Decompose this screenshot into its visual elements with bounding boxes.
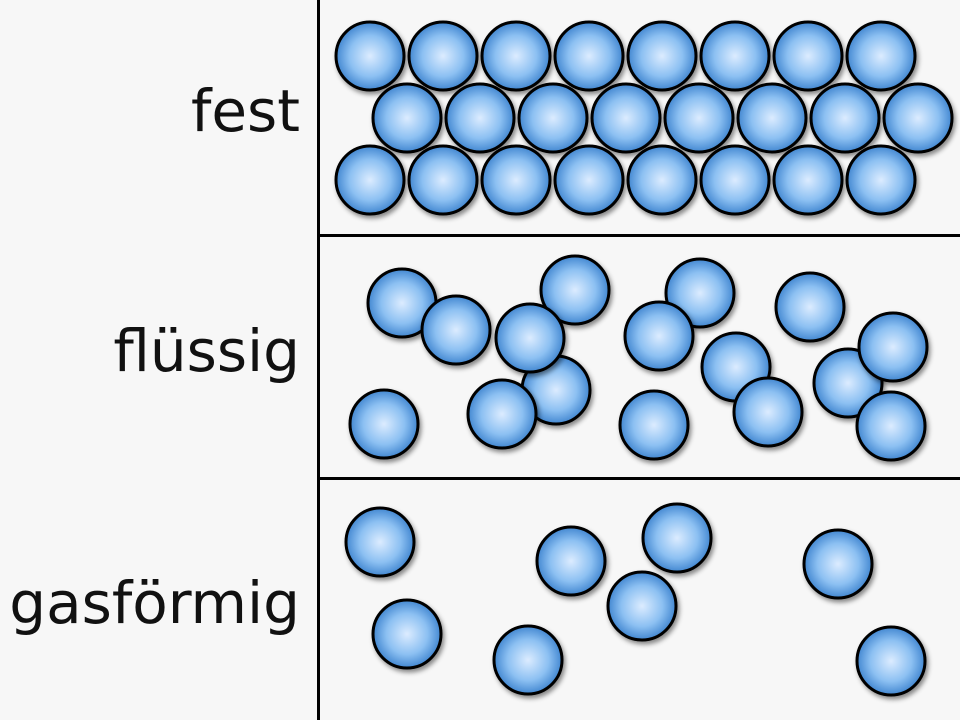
particle-fest-9 xyxy=(371,82,443,154)
particle-gas-2 xyxy=(535,525,607,597)
particle-fest-6 xyxy=(699,20,771,92)
label-fest: fest xyxy=(190,77,300,145)
particle-fluessig-8 xyxy=(494,302,566,374)
particle-fest-11 xyxy=(517,82,589,154)
particle-fest-19 xyxy=(480,144,552,216)
particle-gas-4 xyxy=(802,528,874,600)
particle-fest-5 xyxy=(626,20,698,92)
particle-fest-14 xyxy=(736,82,808,154)
particle-fest-20 xyxy=(553,144,625,216)
particle-fest-21 xyxy=(626,144,698,216)
particle-fluessig-2 xyxy=(420,294,492,366)
particle-fluessig-13 xyxy=(466,378,538,450)
particle-fluessig-14 xyxy=(618,389,690,461)
divider-fluessig-gas xyxy=(318,477,960,480)
particle-fluessig-3 xyxy=(539,254,611,326)
particle-gas-6 xyxy=(606,570,678,642)
vertical-divider xyxy=(317,0,320,720)
particle-fest-8 xyxy=(845,20,917,92)
particle-gas-7 xyxy=(492,624,564,696)
particle-fest-13 xyxy=(663,82,735,154)
particle-fluessig-12 xyxy=(348,388,420,460)
particle-fest-18 xyxy=(407,144,479,216)
particle-fluessig-16 xyxy=(855,390,927,462)
particle-gas-1 xyxy=(344,506,416,578)
particle-fest-15 xyxy=(809,82,881,154)
particle-fest-7 xyxy=(772,20,844,92)
particle-gas-8 xyxy=(855,625,927,697)
particle-fluessig-5 xyxy=(774,271,846,343)
particle-fest-16 xyxy=(882,82,954,154)
particle-fluessig-6 xyxy=(623,300,695,372)
label-gasfoermig: gasförmig xyxy=(9,569,300,637)
particle-fest-4 xyxy=(553,20,625,92)
particle-fest-1 xyxy=(334,20,406,92)
divider-fest-fluessig xyxy=(318,234,960,237)
particle-fest-2 xyxy=(407,20,479,92)
particle-fest-22 xyxy=(699,144,771,216)
particle-fest-10 xyxy=(444,82,516,154)
particle-fest-17 xyxy=(334,144,406,216)
particle-fest-3 xyxy=(480,20,552,92)
particle-fest-12 xyxy=(590,82,662,154)
particle-gas-3 xyxy=(641,502,713,574)
particle-fluessig-11 xyxy=(857,311,929,383)
particle-fluessig-15 xyxy=(732,376,804,448)
particle-gas-5 xyxy=(371,598,443,670)
particle-fest-23 xyxy=(772,144,844,216)
particle-fest-24 xyxy=(845,144,917,216)
label-fluessig: flüssig xyxy=(113,317,300,385)
